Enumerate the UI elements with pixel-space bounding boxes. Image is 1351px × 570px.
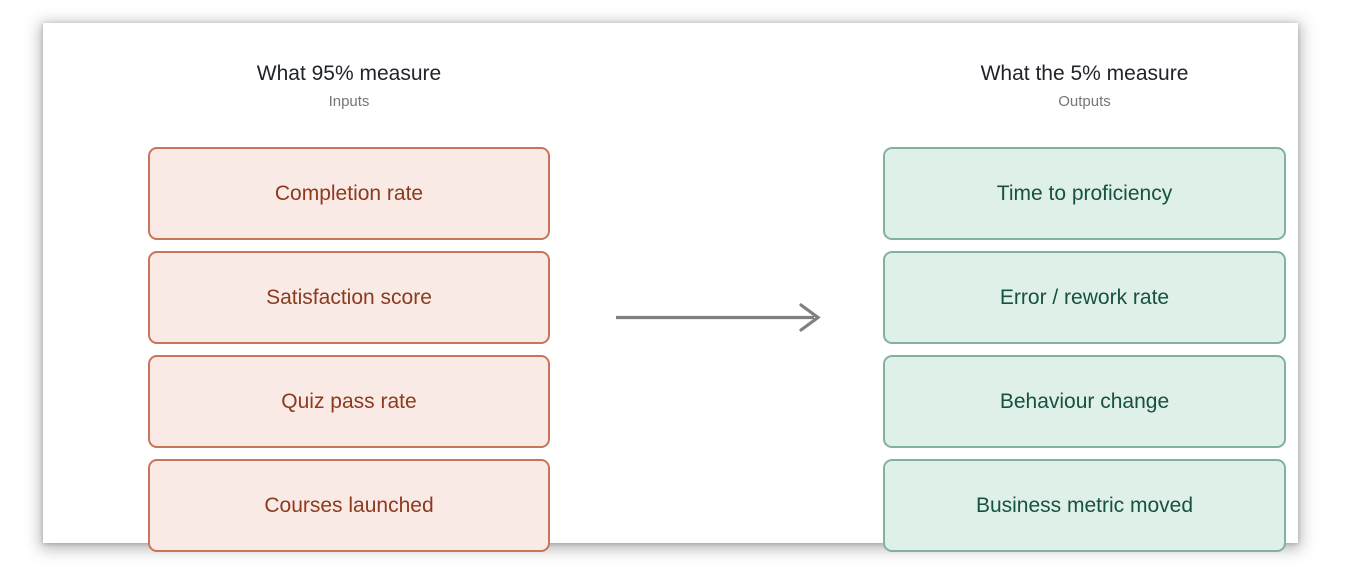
- arrow-right-icon: [616, 303, 821, 332]
- input-metric-box[interactable]: Quiz pass rate: [148, 355, 550, 448]
- input-metric-box[interactable]: Completion rate: [148, 147, 550, 240]
- column-header-inputs: What 95% measure Inputs: [148, 61, 550, 112]
- column-subtitle-outputs: Outputs: [1058, 93, 1111, 110]
- column-title-outputs: What the 5% measure: [980, 62, 1189, 85]
- column-subtitle-inputs: Inputs: [328, 93, 370, 110]
- output-metric-box[interactable]: Behaviour change: [883, 355, 1286, 448]
- input-metric-box[interactable]: Courses launched: [148, 459, 550, 552]
- output-metric-box[interactable]: Business metric moved: [883, 459, 1286, 552]
- column-title-inputs: What 95% measure: [256, 62, 442, 85]
- output-metric-box[interactable]: Error / rework rate: [883, 251, 1286, 344]
- output-metric-box[interactable]: Time to proficiency: [883, 147, 1286, 240]
- input-metric-box[interactable]: Satisfaction score: [148, 251, 550, 344]
- diagram-card: What 95% measure Inputs What the 5% meas…: [43, 23, 1298, 552]
- column-header-outputs: What the 5% measure Outputs: [883, 61, 1286, 112]
